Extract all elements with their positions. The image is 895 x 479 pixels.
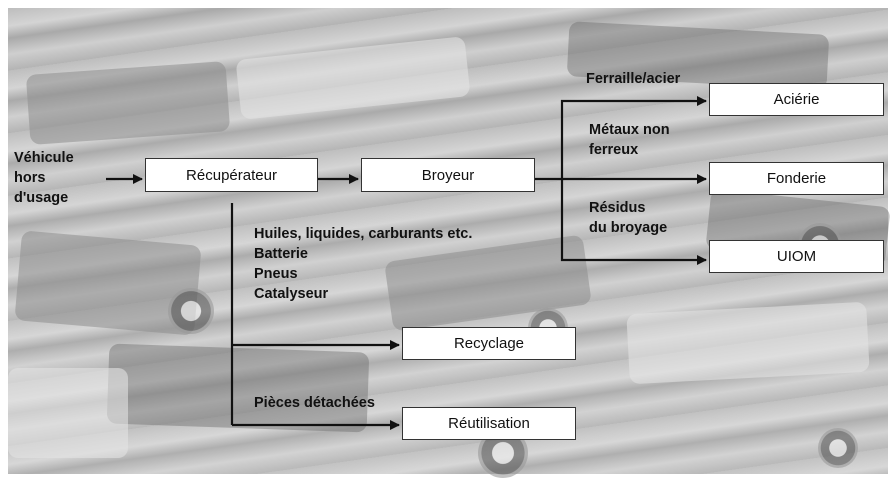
node-recyclage: Recyclage [402, 327, 576, 360]
node-broyeur: Broyeur [361, 158, 535, 192]
edge-label-ferraille: Ferraille/acier [586, 71, 681, 87]
arrow-broyeur-to-uiom [560, 179, 707, 265]
edge-label-recyclables: Huiles, liquides, carburants etc. Batter… [254, 226, 473, 302]
node-fonderie: Fonderie [709, 162, 884, 195]
node-reutilisation: Réutilisation [402, 407, 576, 440]
node-uiom: UIOM [709, 240, 884, 273]
node-acierie-label: Aciérie [773, 91, 820, 108]
node-acierie: Aciérie [709, 83, 884, 116]
node-reutilisation-label: Réutilisation [448, 415, 530, 432]
node-recyclage-label: Recyclage [453, 335, 525, 352]
edge-label-pieces: Pièces détachées [254, 395, 375, 411]
node-uiom-label: UIOM [776, 248, 817, 265]
edge-label-residus: Résidus du broyage [589, 200, 668, 236]
node-fonderie-label: Fonderie [766, 170, 827, 187]
node-broyeur-label: Broyeur [421, 166, 475, 184]
node-recuperateur: Récupérateur [145, 158, 318, 192]
node-recuperateur-label: Récupérateur [186, 166, 277, 184]
input-label-vehicule: Véhicule hors d'usage [14, 150, 74, 206]
arrow-broyeur-to-acierie [535, 96, 707, 181]
edge-label-metaux: Métaux non ferreux [589, 122, 670, 158]
